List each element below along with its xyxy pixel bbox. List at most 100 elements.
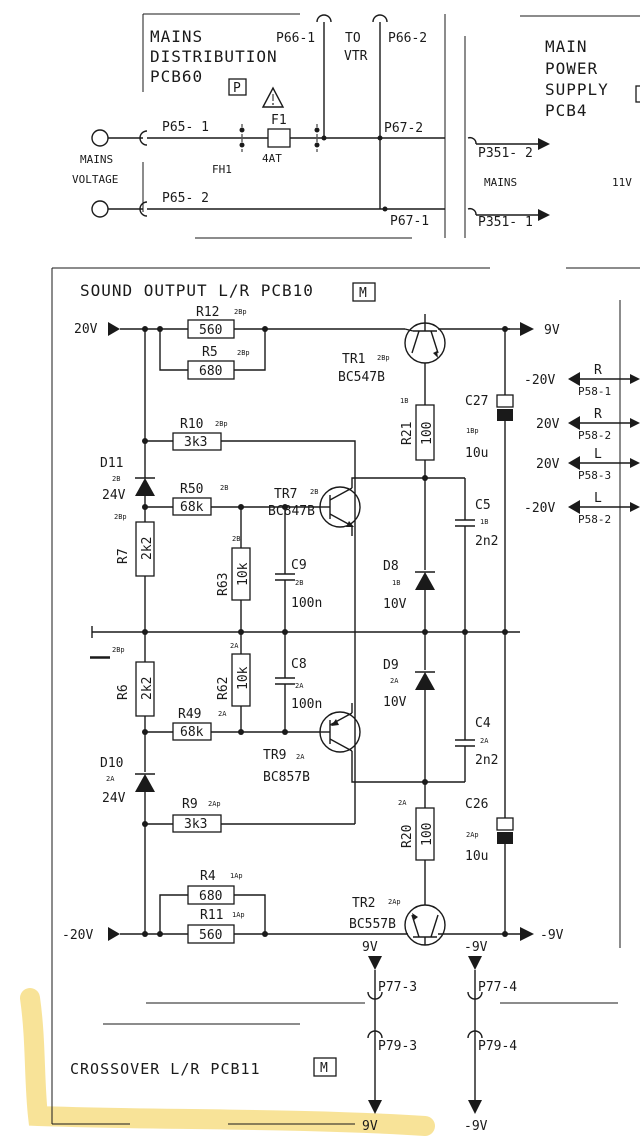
- d8-name: D8: [383, 559, 399, 574]
- r10-value: 3k3: [184, 435, 207, 450]
- r5-value: 680: [199, 364, 222, 379]
- sound-output-badge: M: [359, 286, 367, 301]
- mains-title-line2: DISTRIBUTION: [150, 47, 278, 66]
- p58-2-conn: P58-2: [578, 429, 611, 442]
- r9-value: 3k3: [184, 817, 207, 832]
- conn-p351-1: P351- 1: [478, 215, 533, 230]
- p58-1-ch: R: [594, 363, 602, 378]
- c9-value: 100n: [291, 596, 322, 611]
- main-power-supply-board: MAIN POWER SUPPLY PCB4 P351- 2 MAINS 11V…: [467, 37, 640, 230]
- power-title-2: POWER: [545, 59, 598, 78]
- d11-loc: 2B: [112, 475, 120, 483]
- conn-p77-3: P77-3: [378, 980, 417, 995]
- conn-p65-2: P65- 2: [162, 191, 209, 206]
- c26-loc: 2Ap: [466, 831, 479, 839]
- d10-name: D10: [100, 756, 123, 771]
- p58-2-ch: R: [594, 407, 602, 422]
- tr1-type: BC547B: [338, 370, 385, 385]
- crossover-title: CROSSOVER L/R PCB11: [70, 1060, 261, 1078]
- r63-name: R63: [216, 573, 231, 596]
- c5-loc: 1B: [480, 518, 488, 526]
- c4-value: 2n2: [475, 753, 498, 768]
- c5-name: C5: [475, 498, 491, 513]
- p58-4-ch: L: [594, 491, 602, 506]
- output-connectors: -20V R P58-1 20V R P58-2 20V L P58-3 -20…: [524, 363, 640, 526]
- tr7-loc: 2B: [310, 488, 318, 496]
- r10-name: R10: [180, 417, 203, 432]
- c8-loc: 2A: [295, 682, 304, 690]
- tr1-loc: 2Bp: [377, 354, 390, 362]
- to-vtr-1: TO: [345, 31, 361, 46]
- c27-loc: 1Bp: [466, 427, 479, 435]
- c27-value: 10u: [465, 446, 488, 461]
- conn-p66-2: P66-2: [388, 31, 427, 46]
- r10-loc: 2Bp: [215, 420, 228, 428]
- to-vtr-2: VTR: [344, 49, 368, 64]
- ground-loc: 2Bp: [112, 646, 125, 654]
- r6-value: 2k2: [140, 677, 155, 700]
- d8-loc: 1B: [392, 579, 400, 587]
- mains-terminal-top: [91, 129, 109, 147]
- r11-value: 560: [199, 928, 222, 943]
- xo-9v-bottom: 9V: [362, 1119, 378, 1134]
- mains-distribution-board: MAINS DISTRIBUTION PCB60 P MAINS VOLTAGE…: [72, 13, 640, 239]
- r50-name: R50: [180, 482, 203, 497]
- tr7-name: TR7: [274, 487, 297, 502]
- tr9-name: TR9: [263, 748, 286, 763]
- power-title-4: PCB4: [545, 101, 588, 120]
- tr2-type: BC557B: [349, 917, 396, 932]
- p58-1-conn: P58-1: [578, 385, 611, 398]
- r20-name: R20: [400, 825, 415, 848]
- tr2-loc: 2Ap: [388, 898, 401, 906]
- c4-name: C4: [475, 716, 491, 731]
- r11-loc: 1Ap: [232, 911, 245, 919]
- mains-terminal-bottom: [91, 200, 109, 218]
- rail-neg-in: -20V: [62, 928, 93, 943]
- power-11v-label: 11V: [612, 176, 632, 189]
- p58-3-ch: L: [594, 447, 602, 462]
- tr9-loc: 2A: [296, 753, 305, 761]
- r6-name: R6: [116, 684, 131, 700]
- r62-name: R62: [216, 677, 231, 700]
- r21-name: R21: [400, 422, 415, 445]
- d9-loc: 2A: [390, 677, 399, 685]
- r49-value: 68k: [180, 725, 204, 740]
- power-mains-label: MAINS: [484, 176, 517, 189]
- p58-4-volt: -20V: [524, 501, 555, 516]
- mains-input-label-1: MAINS: [80, 153, 113, 166]
- c26-name: C26: [465, 797, 488, 812]
- conn-p79-4: P79-4: [478, 1039, 517, 1054]
- conn-p65-1: P65- 1: [162, 120, 209, 135]
- d11-value: 24V: [102, 488, 126, 503]
- r12-name: R12: [196, 305, 219, 320]
- xo-neg9v-bottom: -9V: [464, 1119, 488, 1134]
- mains-title-line1: MAINS: [150, 27, 203, 46]
- r12-loc: 2Bp: [234, 308, 247, 316]
- xo-9v-top: 9V: [362, 940, 378, 955]
- fuse-f1-value: 4AT: [262, 152, 282, 165]
- mains-input-label-2: VOLTAGE: [72, 173, 118, 186]
- r20-value: 100: [420, 823, 435, 846]
- c4-loc: 2A: [480, 737, 489, 745]
- c26-value: 10u: [465, 849, 488, 864]
- r21-value: 100: [420, 422, 435, 445]
- c9-name: C9: [291, 558, 307, 573]
- c27-name: C27: [465, 394, 488, 409]
- power-title-3: SUPPLY: [545, 80, 609, 99]
- r4-loc: 1Ap: [230, 872, 243, 880]
- conn-p67-1: P67-1: [390, 214, 429, 229]
- p58-2-volt: 20V: [536, 417, 560, 432]
- r50-loc: 2B: [220, 484, 228, 492]
- xo-neg9v-top: -9V: [464, 940, 488, 955]
- r4-value: 680: [199, 889, 222, 904]
- d9-value: 10V: [383, 695, 407, 710]
- tr7-type: BC847B: [268, 504, 315, 519]
- d8-value: 10V: [383, 597, 407, 612]
- power-title-1: MAIN: [545, 37, 588, 56]
- p58-3-volt: 20V: [536, 457, 560, 472]
- c5-value: 2n2: [475, 534, 498, 549]
- d10-loc: 2A: [106, 775, 115, 783]
- tr9-type: BC857B: [263, 770, 310, 785]
- r21-loc: 1B: [400, 397, 408, 405]
- p58-3-conn: P58-3: [578, 469, 611, 482]
